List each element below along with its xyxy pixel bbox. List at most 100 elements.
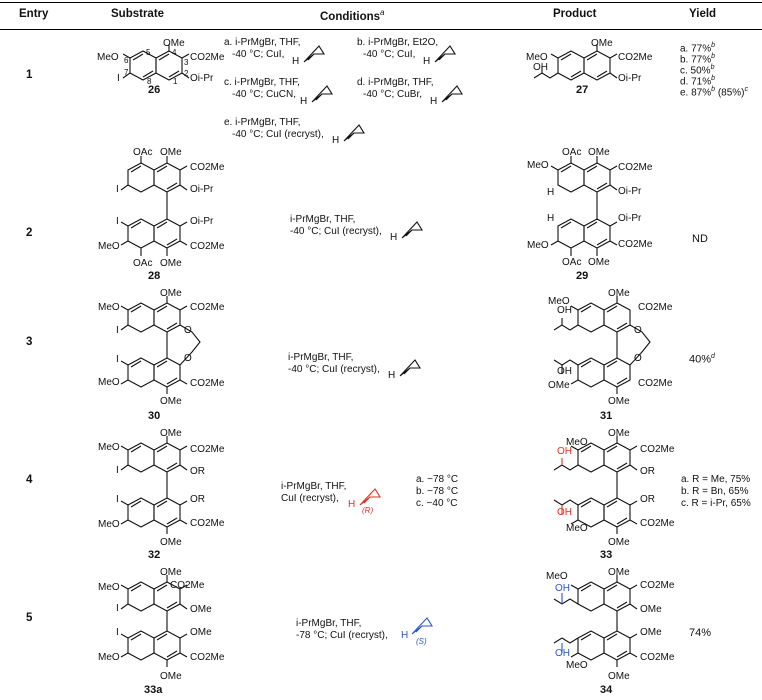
condition-b-line1: b. i-PrMgBr, Et2O,: [357, 37, 439, 48]
product-33-structure: [570, 436, 638, 534]
header-entry: Entry: [19, 8, 49, 20]
yield-b: b. R = Bn, 65%: [681, 486, 749, 497]
group-meo: MeO: [566, 437, 588, 448]
condition-e-line1: e. i-PrMgBr, THF,: [224, 117, 301, 128]
group-h: H: [547, 187, 555, 198]
header-yield: Yield: [689, 8, 717, 20]
yield-a: a. 77%b: [680, 42, 716, 55]
epoxide-h: H: [401, 630, 409, 641]
group-o: O: [184, 325, 192, 336]
entry-number: 4: [26, 474, 33, 486]
group-ome: OMe: [640, 627, 662, 638]
group-oh: OH: [555, 648, 570, 659]
stereo-label-s: (S): [416, 637, 427, 646]
group-co2me: CO2Me: [640, 652, 675, 663]
group-meo: MeO: [98, 377, 120, 388]
group-ome: OMe: [608, 537, 630, 548]
group-meo: MeO: [566, 523, 588, 534]
group-ome: OMe: [608, 567, 630, 578]
condition-a-line1: a. i-PrMgBr, THF,: [224, 37, 301, 48]
group-oac: OAc: [562, 147, 582, 158]
product-33-side-chains: [553, 458, 579, 514]
group-iodo: I: [116, 603, 119, 614]
group-iodo: I: [116, 465, 119, 476]
condition-d-line1: d. i-PrMgBr, THF,: [357, 77, 434, 88]
group-oh: OH: [557, 366, 572, 377]
yield: 40%d: [689, 353, 715, 366]
epoxide-h: H: [423, 56, 431, 67]
group-ome: OMe: [591, 38, 613, 49]
condition-b-line2: -40 °C; CuI,: [363, 49, 416, 60]
locant: 8: [147, 77, 152, 86]
condition-a-line2: -40 °C; CuI,: [232, 49, 285, 60]
group-ome: OMe: [608, 396, 630, 407]
compound-label-33: 33: [600, 549, 613, 561]
group-oh: OH: [557, 507, 572, 518]
top-rule: [0, 2, 762, 3]
group-ome: OMe: [608, 671, 630, 682]
group-oh: OH: [557, 305, 572, 316]
group-co2me: CO2Me: [640, 580, 675, 591]
yield-e: e. 87%b (85%)c: [680, 86, 749, 99]
compound-label-28: 28: [148, 270, 161, 282]
group-co2me: CO2Me: [618, 52, 653, 63]
group-meo: MeO: [97, 52, 119, 63]
epoxide-icon: [343, 124, 365, 142]
group-co2me: CO2Me: [170, 580, 205, 591]
conditions-line2: -78 °C; CuI (recryst),: [296, 630, 388, 641]
group-meo: MeO: [546, 571, 568, 582]
group-oac: OAc: [133, 147, 153, 158]
epoxide-icon: [434, 45, 456, 63]
group-meo: MeO: [527, 160, 549, 171]
condition-c-line2: -40 °C; CuCN,: [232, 89, 297, 100]
group-co2me: CO2Me: [190, 518, 225, 529]
group-iodo: I: [116, 354, 119, 365]
epoxide-h: H: [300, 96, 308, 107]
group-or: OR: [190, 466, 205, 477]
group-co2me: CO2Me: [190, 302, 225, 313]
epoxide-h: H: [390, 232, 398, 243]
group-meo: MeO: [98, 519, 120, 530]
epoxide-h: H: [332, 135, 340, 146]
group-iodo: I: [117, 73, 120, 84]
product-29-structure: [550, 156, 618, 256]
epoxide-h: H: [292, 56, 300, 67]
yield: ND: [692, 233, 708, 245]
group-oh: OH: [533, 62, 548, 73]
group-co2me: CO2Me: [190, 652, 225, 663]
group-ome: OMe: [160, 258, 182, 269]
conditions-line1: i-PrMgBr, THF,: [288, 352, 354, 363]
group-o: O: [634, 325, 642, 336]
group-ome: OMe: [160, 671, 182, 682]
yield-c: c. 50%b: [680, 64, 715, 77]
group-oac: OAc: [133, 258, 153, 269]
group-oipr: Oi-Pr: [190, 216, 214, 227]
group-oipr: Oi-Pr: [618, 186, 642, 197]
substrate-26-structure: [122, 44, 190, 81]
group-co2me: CO2Me: [640, 518, 675, 529]
group-ome: OMe: [160, 288, 182, 299]
locant: 3: [184, 58, 189, 67]
group-meo: MeO: [526, 52, 548, 63]
group-co2me: CO2Me: [638, 378, 673, 389]
group-ome: OMe: [640, 604, 662, 615]
group-iodo: I: [116, 184, 119, 195]
epoxide-icon: [441, 85, 463, 103]
epoxide-r-icon: [359, 488, 381, 506]
group-oipr: Oi-Pr: [190, 184, 214, 195]
group-iodo: I: [116, 494, 119, 505]
conditions-line2: CuI (recryst),: [281, 493, 339, 504]
epoxide-icon: [401, 221, 423, 239]
compound-label-27: 27: [576, 84, 589, 96]
locant: 6: [124, 56, 129, 65]
header-conditions: Conditionsa: [320, 8, 385, 23]
group-ome: OMe: [190, 627, 212, 638]
group-ome: OMe: [608, 288, 630, 299]
conditions-line1: i-PrMgBr, THF,: [290, 214, 356, 225]
condition-c-line1: c. i-PrMgBr, THF,: [224, 77, 300, 88]
entry-number: 2: [26, 227, 33, 239]
temp-a: a. −78 °C: [416, 474, 459, 485]
group-meo: MeO: [98, 442, 120, 453]
temp-b: b. −78 °C: [416, 486, 459, 497]
